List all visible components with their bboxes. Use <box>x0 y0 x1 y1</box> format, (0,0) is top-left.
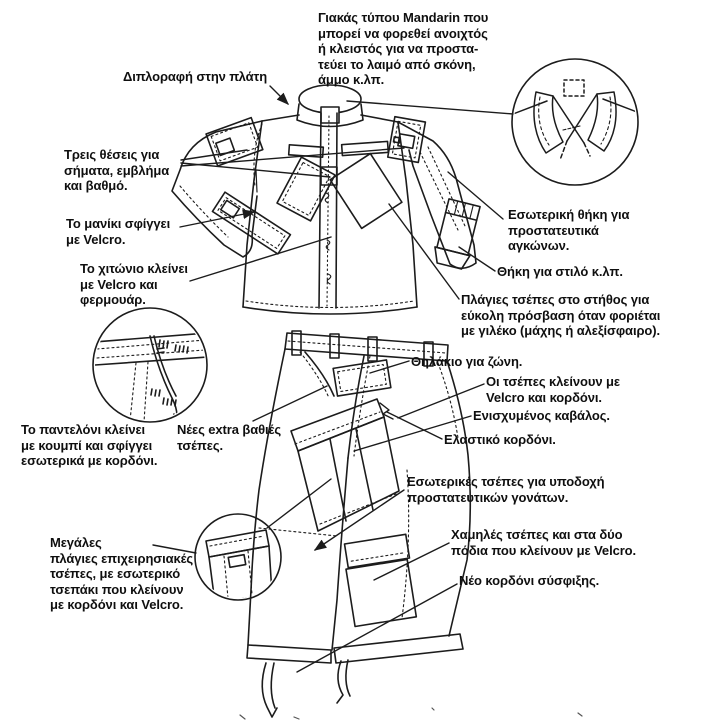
leader-tunic-closure <box>189 236 332 282</box>
label-large-side-pockets: Μεγάλες πλάγιες επιχειρησιακές τσέπες, μ… <box>50 535 194 612</box>
label-pockets-closure: Οι τσέπες κλείνουν με Velcro και κορδόνι… <box>486 374 620 405</box>
label-collar-type: Γιακάς τύπου Mandarin που μπορεί να φορε… <box>318 10 489 87</box>
belt-loops <box>291 330 434 367</box>
leader-chest-side <box>388 203 460 300</box>
leader-pockets-close <box>397 383 485 419</box>
leader-crotch <box>353 415 472 452</box>
label-elbow-pad-pocket: Εσωτερική θήκη για προστατευτικά αγκώνων… <box>508 207 630 253</box>
cargo-pocket-drawing <box>290 398 400 532</box>
leader-low-pockets <box>373 542 450 581</box>
leader-new-drawcord <box>296 583 458 673</box>
label-low-leg-pockets: Χαμηλές τσέπες και στα δύο πόδια που κλε… <box>451 527 637 558</box>
label-chest-side-pockets: Πλάγιες τσέπες στο στήθος για εύκολη πρό… <box>461 292 661 338</box>
label-knee-pad-pockets: Εσωτερικές τσέπες για υποδοχή προστατευτ… <box>407 474 605 505</box>
label-deep-pockets: Νέες extra βαθιές τσέπες. <box>177 422 281 453</box>
pen-pocket-drawing <box>434 198 481 270</box>
label-new-drawcord: Νέο κορδόνι σύσφιξης. <box>459 573 600 588</box>
label-trouser-closure: Το παντελόνι κλείνει με κουμπί και σφίγγ… <box>21 422 158 468</box>
low-leg-pocket-drawing <box>343 533 418 628</box>
leader-collar <box>346 100 514 115</box>
leader-three-2 <box>180 162 331 178</box>
label-back-seam: Διπλοραφή στην πλάτη <box>123 69 268 84</box>
leader-sleeve-velcro <box>179 209 256 228</box>
label-pen-pocket: Θήκη για στιλό κ.λπ. <box>497 264 623 279</box>
leader-lines <box>152 85 514 673</box>
leader-elbow-pocket <box>447 171 504 220</box>
leader-callout-to-cargo <box>266 478 332 529</box>
shoulder-patch-right <box>386 115 427 164</box>
cuff-strap <box>211 191 292 255</box>
leader-three-1 <box>180 149 248 161</box>
leader-belt-loop <box>369 360 410 374</box>
chest-pocket-left <box>276 156 336 222</box>
jacket-drawing <box>171 84 481 315</box>
leader-knee-pockets <box>313 489 405 551</box>
label-tunic-closure: Το χιτώνιο κλείνει με Velcro και φερμουά… <box>80 261 188 307</box>
collar-detail-callout <box>511 58 639 186</box>
label-reinforced-crotch: Ενισχυμένος καβάλος. <box>473 408 610 423</box>
leader-elastic <box>386 411 443 440</box>
leader-large-pockets <box>152 544 197 554</box>
waistband-detail-callout <box>92 307 208 423</box>
label-three-positions: Τρεις θέσεις για σήματα, εμβλήμα και βαθ… <box>64 147 170 193</box>
label-belt-loop: Θηλάκιο για ζώνη. <box>411 354 523 369</box>
leader-pen-pocket <box>458 246 496 272</box>
chest-pocket-right <box>329 152 403 230</box>
label-elastic-cord: Ελαστικό κορδόνι. <box>444 432 556 447</box>
leader-deep-pockets <box>252 385 328 422</box>
leader-three-3 <box>180 147 405 167</box>
cropped-caption-remnants <box>239 707 583 720</box>
label-sleeve-velcro: Το μανίκι σφίγγει με Velcro. <box>66 216 171 247</box>
trousers-drawing <box>246 330 472 718</box>
leader-back-seam <box>269 85 289 105</box>
